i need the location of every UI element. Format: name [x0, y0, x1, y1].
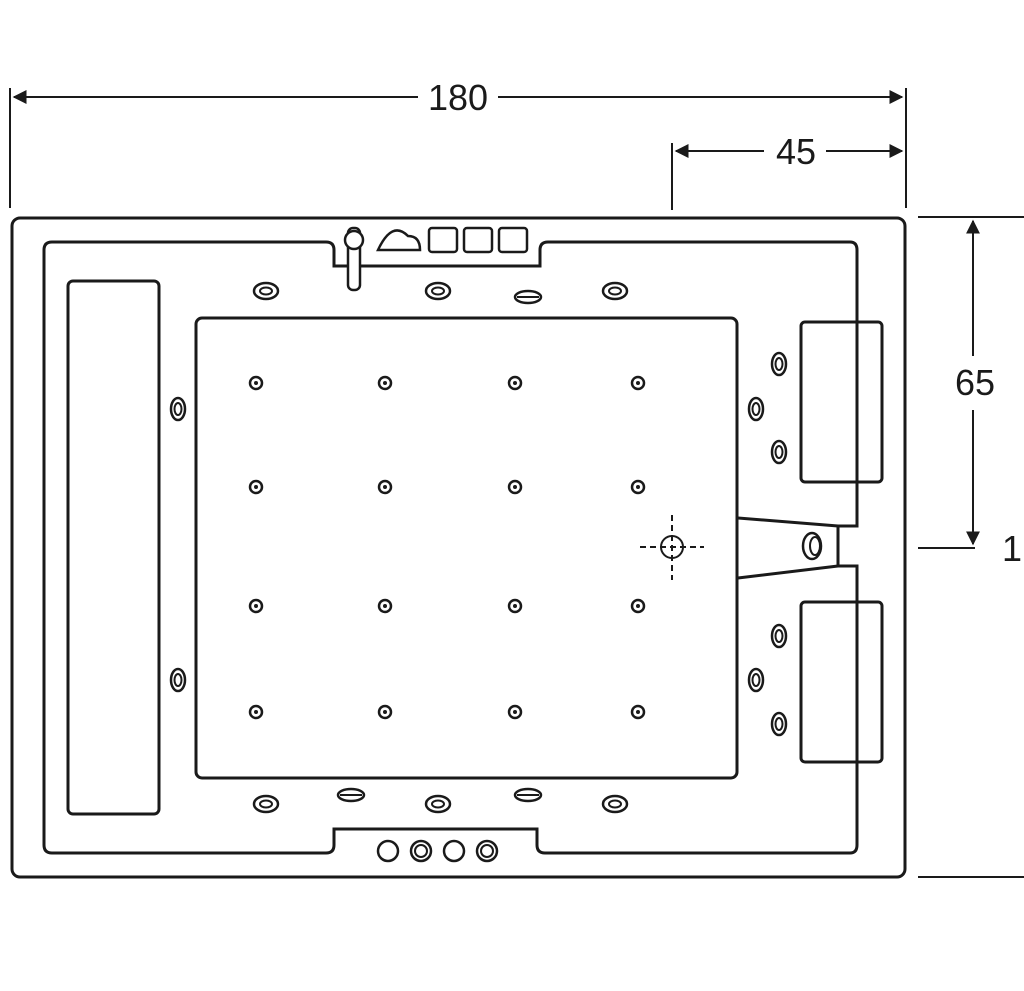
floor-jet	[377, 598, 393, 614]
dimension-overall-length: 180	[9, 77, 907, 208]
floor-jet	[507, 598, 523, 614]
dimension-label-cut: 1	[1002, 528, 1022, 569]
floor-jet	[377, 375, 393, 391]
floor-jet	[630, 479, 646, 495]
side-jet	[770, 439, 788, 465]
side-jets-right	[747, 351, 788, 737]
rim-jet	[601, 281, 629, 301]
side-jet	[770, 351, 788, 377]
side-jet	[169, 667, 187, 693]
side-jet	[770, 711, 788, 737]
floor-jet	[507, 375, 523, 391]
floor-jet	[630, 375, 646, 391]
dimension-drain-offset: 45	[671, 131, 904, 210]
overflow-valve	[801, 531, 823, 561]
rim-jet	[601, 794, 629, 814]
dimension-label-overall-length: 180	[428, 77, 488, 118]
side-jet	[747, 667, 765, 693]
side-jets-left	[169, 396, 187, 693]
rim-jet	[336, 787, 366, 803]
dimension-label-half-width: 65	[955, 362, 995, 403]
rim-jets-top	[252, 281, 629, 305]
control-panel-bottom	[376, 839, 499, 863]
tub-outer-rim	[10, 216, 907, 879]
side-jet	[747, 396, 765, 422]
drain-icon	[640, 515, 704, 580]
tub-inner-deck	[42, 240, 859, 855]
control-panel-top	[343, 226, 529, 292]
side-jet	[770, 623, 788, 649]
floor-jet	[248, 704, 264, 720]
overflow-channel	[737, 516, 839, 580]
dimension-label-drain-offset: 45	[776, 131, 816, 172]
rim-jet	[424, 281, 452, 301]
floor-jet	[248, 479, 264, 495]
floor-jet	[248, 598, 264, 614]
left-armrest-panel	[66, 279, 161, 816]
rim-jet	[513, 289, 543, 305]
tub-basin	[194, 316, 739, 780]
rim-jet	[252, 281, 280, 301]
floor-air-jets	[248, 375, 646, 720]
floor-jet	[377, 479, 393, 495]
floor-jet	[630, 598, 646, 614]
rim-jet	[424, 794, 452, 814]
side-jet	[169, 396, 187, 422]
rim-jet	[513, 787, 543, 803]
floor-jet	[507, 704, 523, 720]
floor-jet	[377, 704, 393, 720]
rim-jets-bottom	[252, 787, 629, 814]
dimension-half-width: 65 1	[918, 216, 1024, 878]
floor-jet	[248, 375, 264, 391]
headrest-top	[799, 320, 884, 484]
floor-jet	[507, 479, 523, 495]
floor-jet	[630, 704, 646, 720]
headrest-bottom	[799, 600, 884, 764]
rim-jet	[252, 794, 280, 814]
